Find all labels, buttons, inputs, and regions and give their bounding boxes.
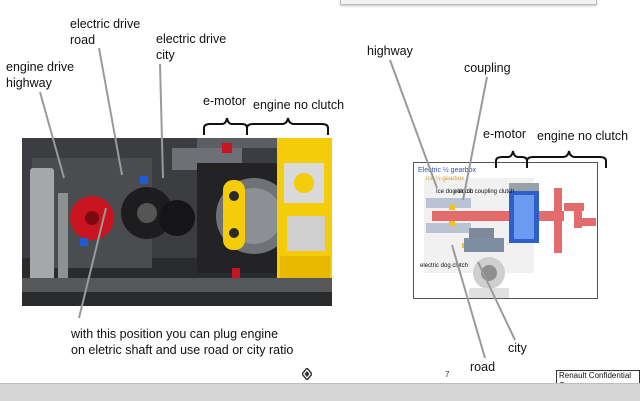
label-road: road xyxy=(470,360,496,374)
label-engine-no-clutch-right: engine no clutch xyxy=(537,129,629,143)
brace-e-motor-left xyxy=(203,117,248,135)
diagram-label-electric-gearbox: Electric ½ gearbox xyxy=(418,166,476,174)
label-coupling: coupling xyxy=(464,61,511,75)
label-electric-drive-road: electric drive road xyxy=(70,17,141,47)
bottom-toolbar xyxy=(0,383,640,401)
caption-line-1: with this position you can plug engine xyxy=(71,327,279,341)
label-engine-drive-highway: engine drive highway xyxy=(6,60,75,90)
label-city: city xyxy=(508,341,527,355)
page-number: 7 xyxy=(445,370,450,379)
diagram-label-electric-coupling-clutch: electric coupling clutch xyxy=(454,189,514,195)
presentation-slide: engine drive highway electric drive road… xyxy=(0,0,640,392)
label-electric-drive-city: electric drive city xyxy=(156,32,227,62)
label-highway: highway xyxy=(367,44,413,58)
diagram-label-electric-dog-clutch: electric dog clutch xyxy=(420,263,468,269)
label-engine-no-clutch-left: engine no clutch xyxy=(253,98,345,112)
label-e-motor-right: e-motor xyxy=(483,127,527,141)
label-e-motor-left: e-motor xyxy=(203,94,247,108)
diagram-label-ice-gearbox: Ice ½ gearbox xyxy=(426,175,464,182)
caption-line-2: on eletric shaft and use road or city ra… xyxy=(71,343,294,357)
gearbox-technical-diagram: Electric ½ gearbox Ice ½ gearbox Ice dog… xyxy=(413,162,598,299)
top-popup-edge xyxy=(340,0,597,5)
brace-engine-no-clutch-left xyxy=(246,117,329,135)
diagram-label-ice-dog-clutch: Ice dog clutch xyxy=(436,189,473,195)
renault-logo-icon xyxy=(302,368,312,380)
lego-gearbox-photo xyxy=(22,138,332,306)
